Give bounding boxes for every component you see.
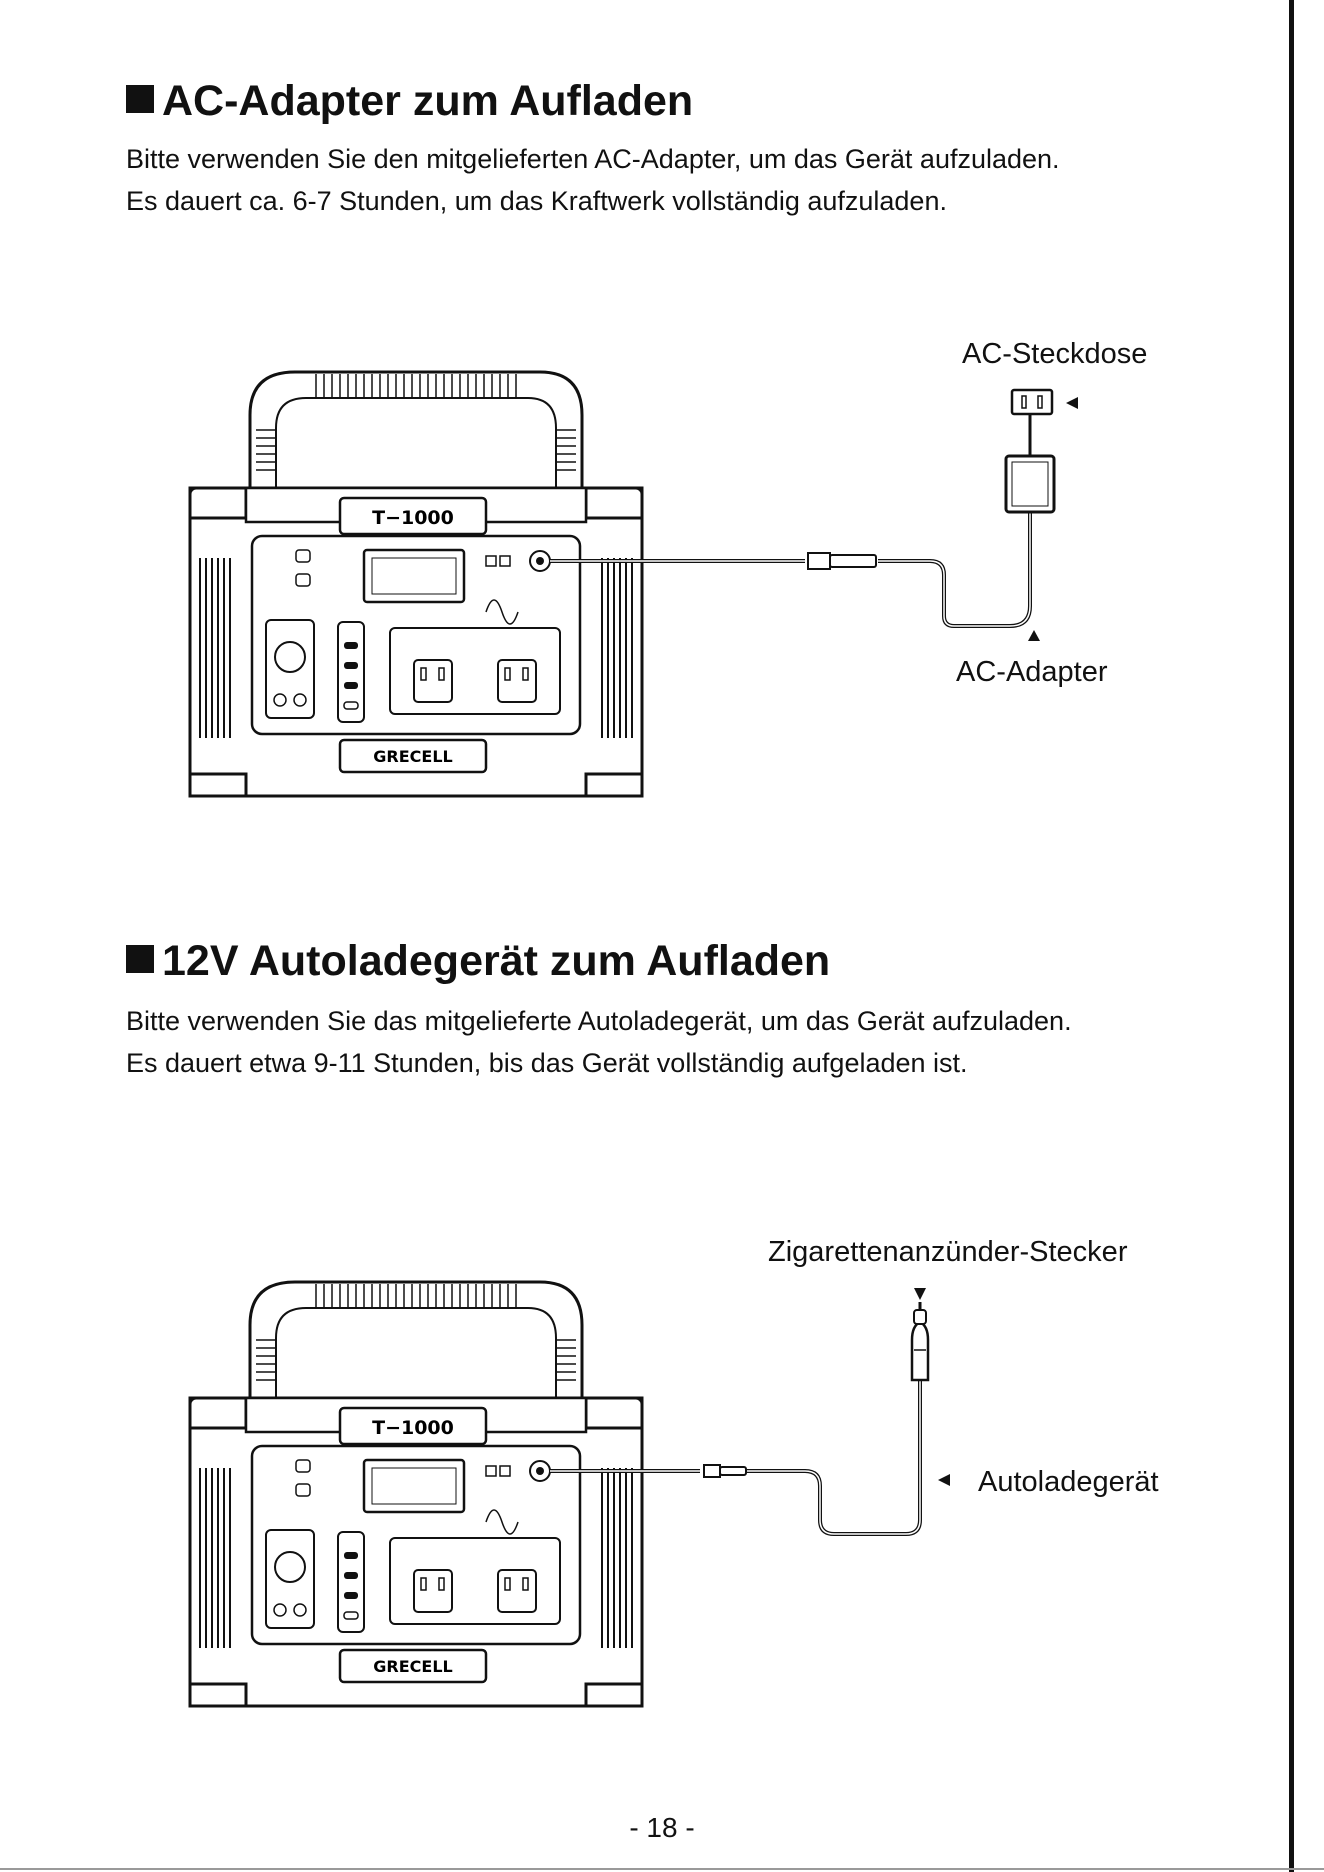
car-socket-icon (274, 641, 306, 673)
section-description: Bitte verwenden Sie das mitgelieferte Au… (126, 1000, 1072, 1084)
pointer-adapter-arrow (1028, 630, 1040, 641)
cigarette-lighter-plug-icon (910, 1302, 930, 1382)
sine-wave-icon (485, 1509, 519, 1535)
pointer-plug-arrow (914, 1288, 926, 1300)
heading-text: 12V Autoladegerät zum Aufladen (162, 937, 831, 985)
label-ac-adapter: AC-Adapter (956, 656, 1108, 688)
ac-outlet-icon (413, 659, 453, 703)
model-label: T−1000 (372, 507, 454, 529)
label-ac-outlet: AC-Steckdose (962, 338, 1148, 370)
description-line: Bitte verwenden Sie das mitgelieferte Au… (126, 1006, 1072, 1036)
side-vents (199, 558, 633, 738)
adapter-cable (550, 512, 1032, 628)
section-heading-car-charger: 12V Autoladegerät zum Aufladen (126, 940, 830, 983)
power-station-illustration: T−1000 GRECELL (188, 370, 644, 798)
description-line: Es dauert ca. 6-7 Stunden, um das Kraftw… (126, 186, 947, 216)
section-description: Bitte verwenden Sie den mitgelieferten A… (126, 138, 1060, 222)
ac-outlet-icon (497, 659, 537, 703)
section-heading-ac-adapter: AC-Adapter zum Aufladen (126, 80, 693, 123)
car-socket-icon (274, 1551, 306, 1583)
ac-adapter-brick (1004, 454, 1056, 514)
wall-outlet-plug-icon (1010, 388, 1054, 416)
pointer-charger-arrow (938, 1474, 950, 1486)
lcd-display (362, 1458, 466, 1514)
side-vents (199, 1468, 633, 1648)
diagram-car-charging: T−1000 GRECELL (188, 1280, 950, 1708)
description-line: Bitte verwenden Sie den mitgelieferten A… (126, 144, 1060, 174)
dc-plug-connector (703, 1464, 747, 1478)
ac-outlet-icon (497, 1569, 537, 1613)
light-button-icon (295, 1483, 311, 1497)
handle-grip-texture (256, 374, 576, 471)
page-edge-rule (1289, 0, 1294, 1872)
power-station-illustration: T−1000 GRECELL (188, 1280, 644, 1708)
brand-label: GRECELL (373, 1657, 452, 1676)
heading-square-bullet (126, 945, 154, 973)
page-bottom-rule (0, 1868, 1324, 1870)
brand-label: GRECELL (373, 747, 452, 766)
lcd-display (362, 548, 466, 604)
diagram-ac-charging: T−1000 GRECELL (188, 370, 1078, 798)
label-car-charger: Autoladegerät (978, 1466, 1159, 1498)
label-cigarette-plug: Zigarettenanzünder-Stecker (768, 1236, 1128, 1268)
page-number: - 18 - (629, 1812, 695, 1843)
heading-square-bullet (126, 85, 154, 113)
power-button-icon (295, 1459, 311, 1473)
dc-plug-connector (807, 552, 877, 570)
power-button-icon (295, 549, 311, 563)
pointer-outlet-arrow (1066, 397, 1078, 409)
ac-outlet-icon (413, 1569, 453, 1613)
light-button-icon (295, 573, 311, 587)
handle-grip-texture (256, 1284, 576, 1381)
heading-text: AC-Adapter zum Aufladen (162, 77, 694, 125)
description-line: Es dauert etwa 9-11 Stunden, bis das Ger… (126, 1048, 968, 1078)
model-label: T−1000 (372, 1417, 454, 1439)
sine-wave-icon (485, 599, 519, 625)
